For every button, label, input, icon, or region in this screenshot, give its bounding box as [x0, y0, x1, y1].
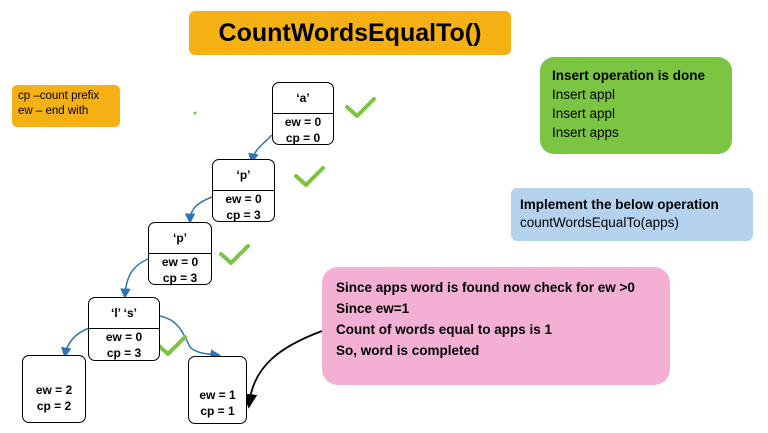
trie-leaf-s: ew = 1 cp = 1 — [188, 356, 247, 424]
edge-l-leaf — [61, 327, 90, 358]
check-icon — [219, 244, 250, 265]
task-heading: Implement the below operation — [520, 197, 719, 212]
edge-s-leaf — [159, 315, 221, 360]
page-title: CountWordsEqualTo() — [189, 11, 511, 55]
legend-cp: cp –count prefix — [18, 90, 100, 102]
node-ew: ew = 0 — [105, 330, 143, 344]
insert-op-item: Insert appl — [552, 106, 616, 121]
insert-op-item: Insert apps — [552, 125, 619, 140]
node-cp: cp = 3 — [226, 208, 261, 222]
node-cp: cp = 0 — [285, 131, 321, 145]
task-box: Implement the below operation countWords… — [511, 188, 753, 241]
task-call: countWordsEqualTo(apps) — [520, 215, 679, 230]
node-label: ‘a’ — [273, 83, 333, 114]
node-label: ‘p’ — [213, 160, 274, 191]
node-cp: cp = 3 — [162, 271, 198, 285]
insert-ops-heading: Insert operation is done — [552, 68, 706, 83]
check-icon — [156, 335, 187, 356]
node-cp: cp = 1 — [200, 404, 235, 418]
node-ew: ew = 2 — [35, 383, 73, 397]
node-label: ‘p’ — [149, 223, 211, 254]
edge-p-ls — [120, 258, 149, 299]
check-icon — [345, 97, 376, 118]
node-cp: cp = 2 — [36, 399, 72, 413]
edge-a-p — [248, 134, 273, 164]
explanation-line: Count of words equal to apps is 1 — [336, 322, 553, 337]
trie-leaf-l: ew = 2 cp = 2 — [22, 355, 86, 423]
check-icon — [294, 166, 325, 187]
legend-box: cp –count prefix ew – end with — [12, 85, 120, 127]
node-ew: ew = 0 — [225, 192, 262, 206]
node-ew: ew = 0 — [161, 255, 199, 269]
explanation-box: Since apps word is found now check for e… — [322, 267, 670, 385]
node-ew: ew = 0 — [284, 115, 322, 129]
node-cp: cp = 3 — [106, 346, 142, 360]
explanation-line: Since apps word is found now check for e… — [336, 280, 635, 295]
stray-dot — [193, 111, 197, 115]
insert-op-item: Insert appl — [552, 87, 616, 102]
trie-node-ls: ‘l’ ‘s’ ew = 0 cp = 3 — [88, 297, 160, 361]
node-ew: ew = 1 — [199, 388, 236, 402]
trie-node-p2: ‘p’ ew = 0 cp = 3 — [148, 222, 212, 285]
pointer-arrow — [242, 330, 323, 409]
explanation-line: So, word is completed — [336, 343, 480, 358]
trie-node-a: ‘a’ ew = 0 cp = 0 — [272, 82, 334, 145]
edge-p-p — [184, 196, 213, 224]
node-label: ‘l’ ‘s’ — [89, 298, 159, 329]
trie-node-p1: ‘p’ ew = 0 cp = 3 — [212, 159, 275, 222]
legend-ew: ew – end with — [18, 105, 89, 117]
explanation-line: Since ew=1 — [336, 301, 410, 316]
insert-ops-box: Insert operation is done Insert appl Ins… — [540, 57, 732, 154]
